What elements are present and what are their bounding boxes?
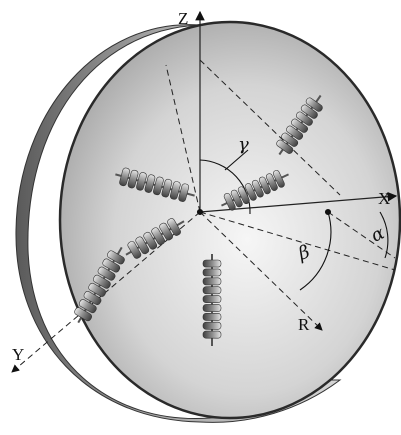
beta-pivot-dot bbox=[324, 208, 332, 216]
alpha-arc bbox=[379, 211, 389, 259]
coil-segment bbox=[202, 295, 222, 303]
coil-segment bbox=[83, 291, 102, 305]
coil-segment bbox=[202, 304, 222, 312]
coil-segment bbox=[151, 227, 166, 245]
coil-segment bbox=[202, 321, 222, 330]
beta-arc bbox=[299, 211, 332, 291]
coil-segment bbox=[202, 277, 222, 286]
coil-segment bbox=[237, 186, 250, 205]
dashed-right-line bbox=[327, 211, 396, 259]
coil-segment bbox=[127, 169, 139, 189]
coil-segment bbox=[93, 274, 111, 289]
coil-segment bbox=[169, 181, 181, 200]
coil-segment bbox=[88, 282, 107, 297]
coil-segment bbox=[251, 179, 264, 198]
upper-right-coil bbox=[276, 94, 323, 156]
gamma-leader bbox=[224, 149, 249, 171]
center-right-coil bbox=[221, 170, 289, 211]
coil-segment bbox=[295, 111, 313, 126]
gamma-arc bbox=[199, 159, 251, 215]
center-dot bbox=[196, 208, 204, 216]
coil-segment bbox=[144, 174, 156, 193]
coil-segment bbox=[300, 104, 318, 119]
lower-center-coil bbox=[202, 254, 222, 346]
gamma-label: γ bbox=[238, 134, 249, 155]
coil-segment bbox=[102, 258, 121, 273]
coil-segment bbox=[202, 259, 222, 268]
upper-left-coil bbox=[115, 167, 195, 202]
coil-segment bbox=[153, 176, 164, 196]
coil-segment bbox=[119, 167, 130, 187]
coil-segment bbox=[202, 313, 222, 321]
coil-segment bbox=[74, 307, 92, 322]
coil-segment bbox=[276, 139, 294, 154]
coil-segment bbox=[272, 170, 285, 188]
dashed-top-line bbox=[199, 59, 341, 196]
coil-segment bbox=[178, 183, 190, 202]
coil-segment bbox=[202, 268, 222, 277]
coil-segment bbox=[202, 330, 222, 339]
coil-segment bbox=[78, 299, 97, 314]
angle-arcs bbox=[196, 149, 389, 291]
z-axis-label: Z bbox=[178, 9, 188, 28]
x-axis-label: X bbox=[378, 189, 390, 208]
coil-segment bbox=[167, 218, 181, 236]
coil-segment bbox=[286, 125, 304, 140]
y-axis-label: Y bbox=[12, 345, 24, 364]
r-axis-line bbox=[199, 211, 323, 331]
shell-front-face bbox=[58, 20, 401, 420]
r-axis-label: R bbox=[298, 315, 310, 334]
coil-segment bbox=[305, 97, 323, 112]
coil-segment bbox=[265, 173, 278, 191]
coil-segment bbox=[143, 231, 158, 250]
coil-segment bbox=[223, 193, 236, 211]
coil-segment bbox=[244, 183, 257, 201]
coil-segment bbox=[127, 241, 142, 259]
coil-segment bbox=[97, 266, 116, 281]
coil-segment bbox=[281, 132, 299, 147]
coil-segment bbox=[230, 189, 243, 208]
coil-segment bbox=[258, 176, 271, 195]
coil-segment bbox=[291, 118, 308, 133]
diagonal-line-upper bbox=[165, 64, 201, 213]
coil-segment bbox=[136, 172, 147, 191]
center-left-coil bbox=[125, 218, 185, 259]
coil-segment bbox=[202, 286, 222, 295]
coil-segment bbox=[161, 178, 173, 198]
coil-segment bbox=[159, 222, 173, 241]
coil-segment bbox=[135, 236, 150, 255]
diagonal-line-right bbox=[199, 211, 396, 271]
coil-assemblies bbox=[74, 94, 323, 346]
coil-segment bbox=[107, 250, 125, 265]
lower-left-coil bbox=[74, 246, 125, 324]
shell-back bbox=[15, 24, 342, 423]
